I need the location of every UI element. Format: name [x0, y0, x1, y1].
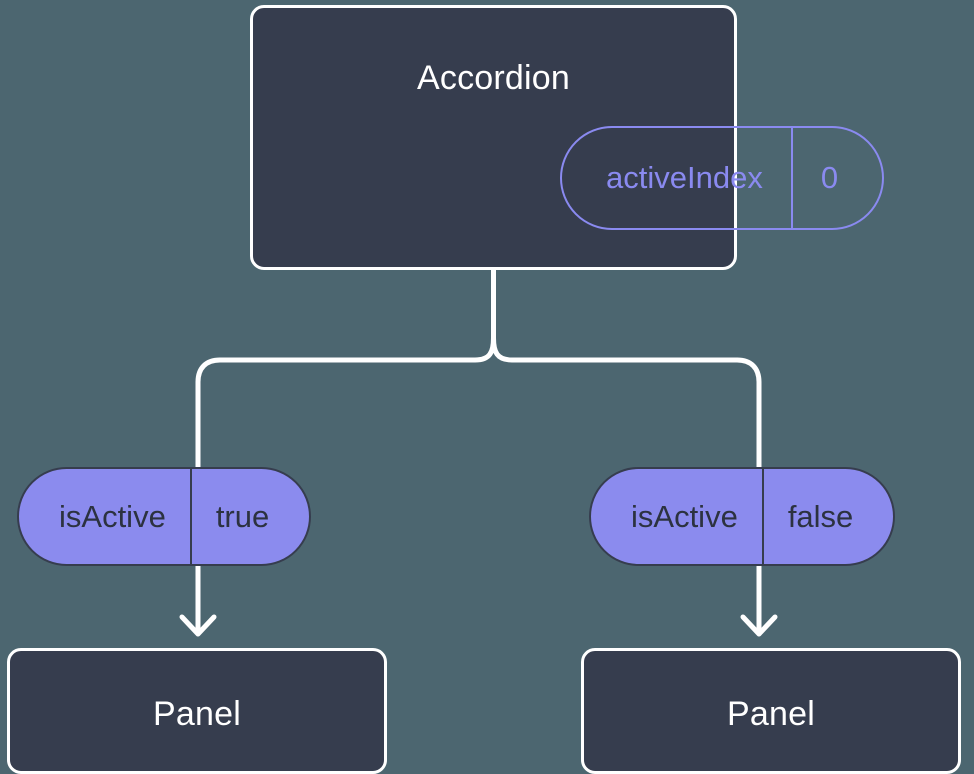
prop-key-label: isActive — [59, 498, 166, 534]
component-title-panel: Panel — [727, 695, 815, 733]
component-title-panel: Panel — [153, 695, 241, 733]
connector-arrow-right-head — [740, 614, 778, 637]
prop-badge-is-active-false[interactable]: isActive false — [589, 467, 896, 566]
connector-branch-right — [734, 357, 762, 470]
prop-badge-active-index[interactable]: activeIndex 0 — [560, 126, 885, 230]
prop-value-label: 0 — [790, 128, 882, 228]
prop-value-label: true — [189, 469, 309, 564]
prop-key-label: isActive — [631, 498, 738, 534]
component-node-accordion[interactable]: Accordion activeIndex 0 — [250, 5, 885, 270]
component-node-panel-left[interactable]: Panel — [7, 648, 387, 774]
connector-fork — [491, 335, 740, 363]
prop-key-label: activeIndex — [606, 160, 763, 195]
component-node-panel-right[interactable]: Panel — [581, 648, 961, 774]
connector-fork-mirror — [217, 335, 496, 363]
component-title-accordion: Accordion — [417, 59, 570, 97]
connector-arrow-left-head — [179, 614, 217, 637]
prop-value-label: false — [761, 469, 893, 564]
connector-branch-left — [195, 357, 223, 470]
prop-badge-is-active-true[interactable]: isActive true — [17, 467, 312, 566]
